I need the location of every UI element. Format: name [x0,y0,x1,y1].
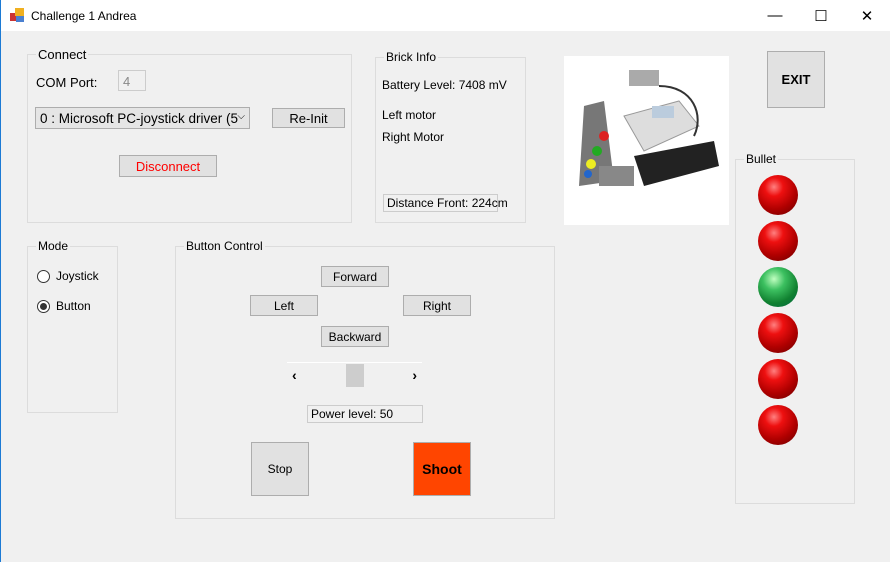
stop-button[interactable]: Stop [251,442,309,496]
scroll-thumb[interactable] [346,364,364,387]
power-level: Power level: 50 [307,405,423,423]
bullet-indicator [758,313,798,353]
bullet-indicator [758,221,798,261]
robot-image [564,56,729,225]
joystick-label: Joystick [56,269,99,283]
device-select[interactable]: 0 : Microsoft PC-joystick driver (5⌵ [35,107,250,129]
mode-label: Mode [36,239,71,253]
scroll-left-arrow[interactable]: ‹ [292,367,297,383]
radio-selected-icon [37,299,50,313]
shoot-button[interactable]: Shoot [413,442,471,496]
button-control-label: Button Control [184,239,265,253]
joystick-radio[interactable]: Joystick [37,269,99,283]
device-select-value: 0 : Microsoft PC-joystick driver (5 [40,111,239,126]
button-label: Button [56,299,91,313]
com-port-input[interactable]: 4 [118,70,146,91]
brick-info-group: Brick Info Battery Level: 7408 mV Left m… [375,50,526,223]
com-port-label: COM Port: [36,75,98,90]
battery-level: Battery Level: 7408 mV [382,78,507,92]
window-title: Challenge 1 Andrea [31,9,137,23]
exit-button[interactable]: EXIT [767,51,825,108]
radio-circle-icon [37,269,50,283]
button-radio[interactable]: Button [37,299,91,313]
button-control-group: Button Control Forward Left Right Backwa… [175,239,555,519]
maximize-button[interactable]: ☐ [814,7,828,25]
app-icon [10,8,24,22]
reinit-button[interactable]: Re-Init [272,108,345,128]
bullet-label: Bullet [744,152,779,166]
close-button[interactable]: ✕ [860,7,874,25]
backward-button[interactable]: Backward [321,326,389,347]
mode-group: Mode Joystick Button [27,239,118,413]
chevron-down-icon: ⌵ [237,111,245,122]
scroll-right-arrow[interactable]: › [412,367,417,383]
connect-group: Connect COM Port: 4 0 : Microsoft PC-joy… [27,47,352,223]
bullet-indicator [758,267,798,307]
brick-info-label: Brick Info [384,50,439,64]
right-button[interactable]: Right [403,295,471,316]
right-motor: Right Motor [382,130,445,144]
left-motor: Left motor [382,108,437,122]
disconnect-button[interactable]: Disconnect [119,155,217,177]
left-button[interactable]: Left [250,295,318,316]
bullet-indicator [758,359,798,399]
distance-front: Distance Front: 224cm [383,194,508,212]
bullet-indicator [758,405,798,445]
connect-label: Connect [36,47,89,62]
forward-button[interactable]: Forward [321,266,389,287]
title-bar: Challenge 1 Andrea — ☐ ✕ [1,0,890,31]
minimize-button[interactable]: — [767,7,783,24]
bullet-indicator [758,175,798,215]
power-scrollbar[interactable]: ‹ › [287,362,422,387]
bullet-group: Bullet [735,152,855,504]
